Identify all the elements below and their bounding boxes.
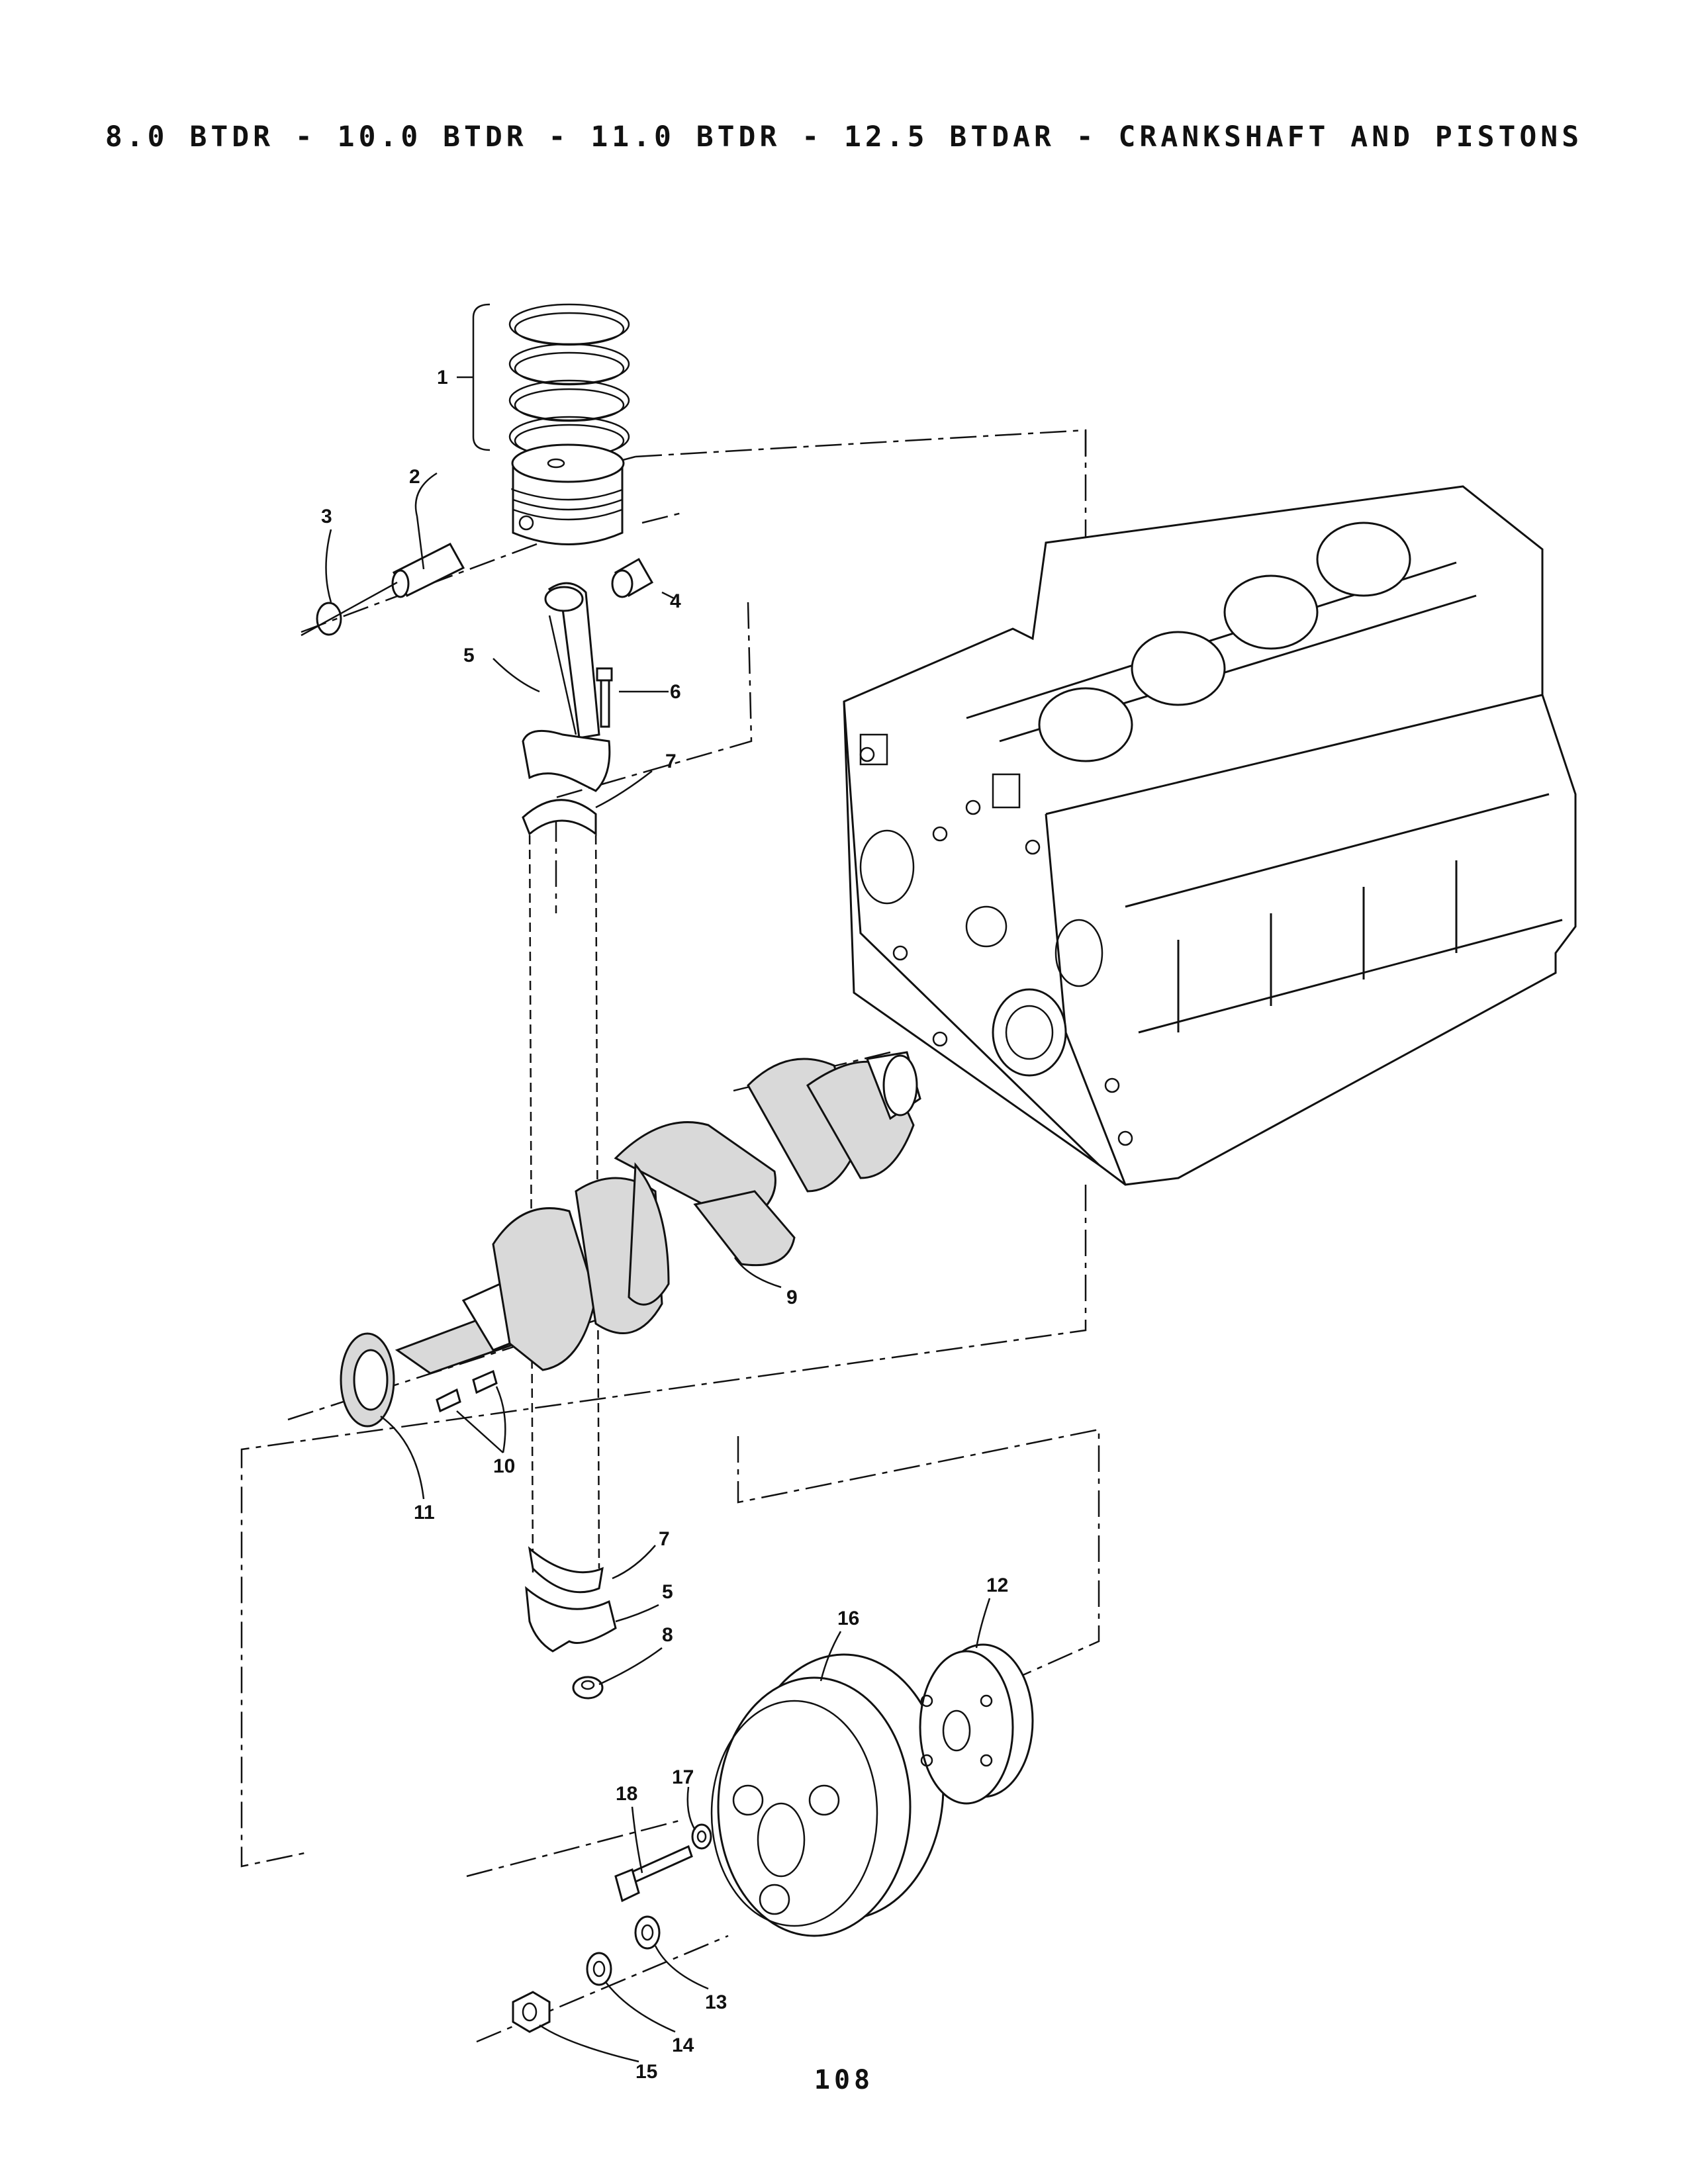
callout-17: 17 bbox=[672, 1766, 694, 1788]
callout-3: 3 bbox=[321, 506, 332, 527]
callout-13: 13 bbox=[705, 1991, 727, 2013]
small-end-bush bbox=[611, 557, 654, 598]
piston bbox=[511, 443, 625, 545]
bearing-guide-lines bbox=[528, 820, 600, 1576]
pulley-bolt bbox=[614, 1844, 693, 1903]
rod-bolt bbox=[596, 667, 613, 728]
rod-nut bbox=[572, 1676, 604, 1700]
leader-lines bbox=[325, 472, 991, 2063]
callout-5: 5 bbox=[463, 645, 475, 666]
circlip bbox=[301, 581, 398, 637]
woodruff-keys bbox=[436, 1369, 498, 1413]
callout-18: 18 bbox=[616, 1783, 637, 1805]
page-number: 108 bbox=[814, 2065, 874, 2095]
callout-8: 8 bbox=[662, 1624, 673, 1646]
engine-block bbox=[843, 485, 1577, 1186]
connecting-rod bbox=[522, 582, 611, 792]
page-title: 8.0 BTDR - 10.0 BTDR - 11.0 BTDR - 12.5 … bbox=[105, 120, 1583, 154]
callout-15: 15 bbox=[635, 2061, 657, 2083]
washer-13 bbox=[634, 1915, 661, 1950]
callout-6: 6 bbox=[670, 681, 681, 703]
rod-cap bbox=[525, 1586, 617, 1653]
crankshaft bbox=[395, 1051, 921, 1375]
washer-small bbox=[691, 1823, 712, 1850]
washer-14 bbox=[586, 1952, 612, 1986]
pulley-nut bbox=[512, 1991, 551, 2033]
callout-16: 16 bbox=[837, 1608, 859, 1629]
callout-7-lower: 7 bbox=[659, 1528, 670, 1550]
pulley-hub bbox=[919, 1643, 1034, 1805]
callout-labels: 1 2 3 4 5 6 7 9 10 11 7 5 8 12 16 17 18 … bbox=[321, 367, 1008, 2083]
callout-4: 4 bbox=[670, 590, 681, 612]
callout-1: 1 bbox=[437, 367, 448, 388]
callout-14: 14 bbox=[672, 2034, 694, 2056]
callout-12: 12 bbox=[986, 1574, 1008, 1596]
callout-10: 10 bbox=[493, 1455, 515, 1477]
crankshaft-pulley bbox=[710, 1653, 945, 1937]
piston-pin bbox=[391, 543, 465, 598]
callout-5-lower: 5 bbox=[662, 1581, 673, 1603]
upper-bearing-shell bbox=[522, 799, 597, 837]
callout-7: 7 bbox=[665, 751, 677, 772]
crankshaft-gear bbox=[340, 1332, 395, 1428]
callout-11: 11 bbox=[414, 1502, 435, 1524]
callout-9: 9 bbox=[786, 1287, 798, 1308]
callout-2: 2 bbox=[409, 466, 420, 488]
piston-rings bbox=[457, 303, 630, 458]
lower-bearing-shell bbox=[528, 1546, 604, 1594]
